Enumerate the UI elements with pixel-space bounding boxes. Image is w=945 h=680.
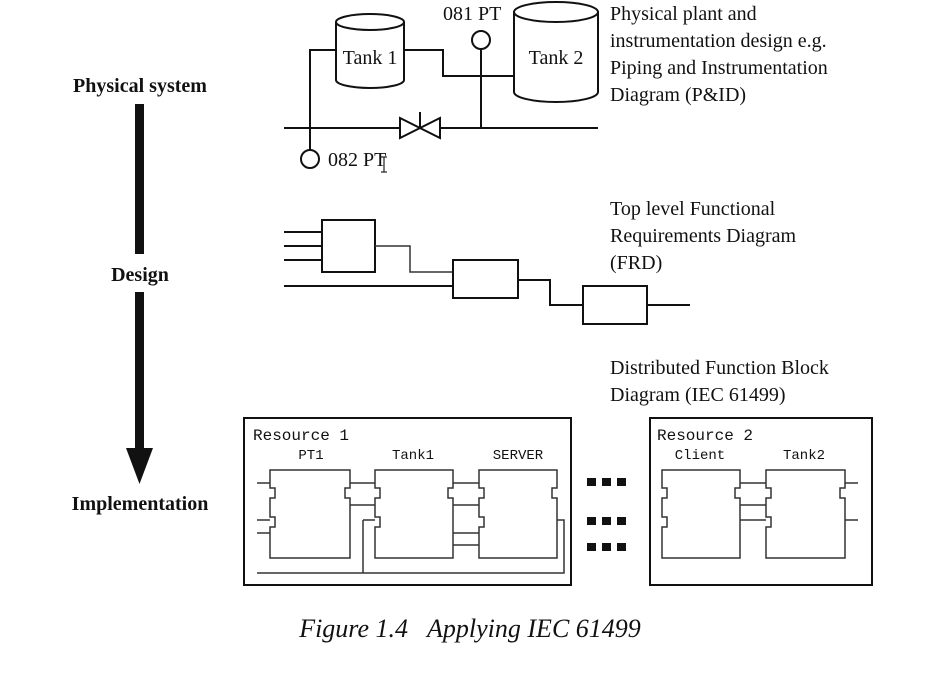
tank-1: Tank 1 — [335, 13, 405, 89]
fb-block-pt1 — [269, 469, 351, 559]
frd-diagram: Top level Functional Requirements Diagra… — [284, 198, 801, 325]
resource-2: Resource 2 Client Tank2 — [649, 417, 873, 586]
fb-label-tank1: Tank1 — [392, 448, 434, 464]
fb-label-client: Client — [675, 448, 725, 464]
stage-label-design: Design — [111, 264, 169, 286]
pipe-tank1-down — [309, 49, 336, 150]
fbd-description: Distributed Function Block Diagram (IEC … — [610, 357, 834, 406]
sensor-082-label: 082 PT — [328, 149, 386, 171]
sensor-081-label: 081 PT — [443, 3, 501, 25]
figure-caption: Figure 1.4 Applying IEC 61499 — [298, 614, 641, 643]
frd-block-1 — [321, 219, 376, 273]
tank-1-label: Tank 1 — [343, 47, 398, 69]
sensor-082-pt — [300, 149, 320, 169]
text-cursor-icon — [381, 156, 387, 173]
fb-label-tank2: Tank2 — [783, 448, 825, 464]
frd-block-3 — [582, 285, 648, 325]
fb-block-tank1 — [374, 469, 454, 559]
pid-description: Physical plant and instrumentation desig… — [610, 3, 833, 106]
resource-2-box — [649, 417, 873, 586]
pipe-tank1-tank2 — [404, 49, 514, 77]
resource-2-title: Resource 2 — [657, 427, 753, 445]
flow-arrow-head — [126, 448, 153, 484]
fb-label-pt1: PT1 — [298, 448, 323, 464]
valve-icon — [399, 112, 441, 140]
stage-label-implementation: Implementation — [72, 493, 209, 515]
fbd-diagram: Distributed Function Block Diagram (IEC … — [243, 357, 873, 586]
frd-block-2 — [452, 259, 519, 299]
fb-label-server: SERVER — [493, 448, 544, 464]
flow-arrow-segment-2 — [135, 292, 144, 452]
stage-label-physical: Physical system — [73, 75, 207, 97]
sensor-081-pt — [471, 30, 491, 50]
resource-1: Resource 1 PT1 Tank1 SERVER — [243, 417, 572, 586]
pid-diagram: Tank 1 Tank 2 081 PT 082 PT Physical pla… — [284, 1, 833, 171]
resource-1-title: Resource 1 — [253, 427, 349, 445]
frd-description: Top level Functional Requirements Diagra… — [610, 198, 801, 274]
resource-1-box — [243, 417, 572, 586]
tank-2: Tank 2 — [513, 1, 599, 103]
fb-block-server — [478, 469, 558, 559]
tank-2-label: Tank 2 — [529, 47, 584, 69]
network-link-icon — [587, 478, 626, 551]
flow-arrow-segment-1 — [135, 104, 144, 254]
fb-block-client — [661, 469, 741, 559]
fb-block-tank2 — [765, 469, 846, 559]
